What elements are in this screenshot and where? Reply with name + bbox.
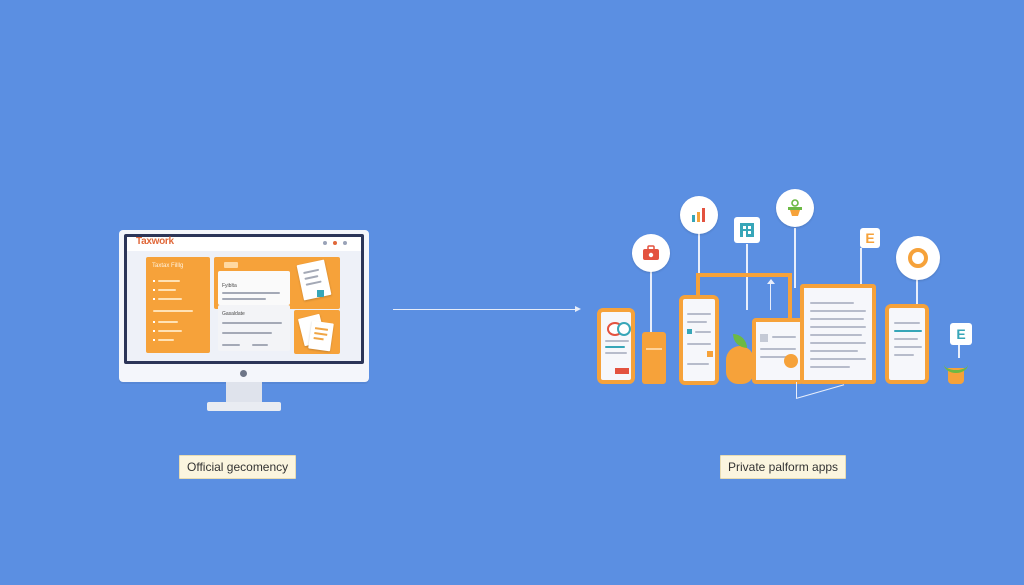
record-icon[interactable]	[784, 354, 798, 368]
action-square	[707, 351, 713, 357]
text-line	[222, 292, 280, 294]
letter-e-badge[interactable]: E	[950, 323, 972, 345]
connector-line	[696, 273, 700, 297]
checkbox-icon	[687, 329, 692, 334]
sidebar-link[interactable]	[158, 298, 182, 300]
text-line	[222, 332, 272, 334]
checkbox-icon	[317, 290, 324, 297]
sidebar-link[interactable]	[158, 280, 180, 282]
phone-device[interactable]	[679, 295, 719, 385]
search-icon[interactable]	[323, 241, 327, 245]
sidebar-link[interactable]	[158, 339, 174, 341]
sidebar-link[interactable]	[158, 321, 178, 323]
plant-pot-icon[interactable]	[776, 189, 814, 227]
arrow-up-icon	[767, 279, 775, 284]
building-icon[interactable]	[734, 217, 760, 243]
site-logo[interactable]: Taxwork	[136, 236, 174, 247]
leaf-icon	[944, 356, 968, 373]
form-card-label: Fyiblta	[222, 283, 237, 289]
bullet-icon	[153, 321, 155, 323]
sidebar-link[interactable]	[158, 330, 182, 332]
vase-icon	[726, 346, 754, 384]
connector-line	[795, 384, 845, 399]
connector-stem	[958, 344, 960, 358]
notification-icon[interactable]	[333, 241, 337, 245]
bullet-icon	[153, 330, 155, 332]
menu-icon[interactable]	[343, 241, 347, 245]
connector-stem	[916, 276, 918, 304]
text-line	[222, 298, 266, 300]
banner-tag	[224, 262, 238, 268]
official-caption: Official gecomency	[179, 455, 297, 479]
briefcase-icon[interactable]	[632, 234, 670, 272]
arrow-line	[393, 309, 577, 310]
connector-stem	[650, 270, 652, 332]
connector-stem	[794, 228, 796, 288]
bullet-icon	[153, 298, 155, 300]
info-card[interactable]	[218, 305, 290, 351]
text-line	[252, 344, 268, 346]
connector-stem	[746, 244, 748, 310]
sidebar-link[interactable]	[153, 310, 193, 312]
bullet-icon	[153, 280, 155, 282]
sidebar-title: Taxtax Filllg	[152, 263, 184, 269]
connector-line	[796, 382, 797, 398]
document-icon	[308, 320, 334, 352]
gear-icon[interactable]	[896, 236, 940, 280]
phone-device[interactable]	[597, 308, 635, 384]
arrow-head-icon	[575, 306, 581, 312]
tablet-device[interactable]	[752, 318, 804, 384]
bar-chart-icon[interactable]	[680, 196, 718, 234]
bullet-icon	[153, 339, 155, 341]
connector-line	[788, 273, 792, 319]
connector-line	[696, 273, 792, 277]
bullet-icon	[153, 289, 155, 291]
private-caption: Private palform apps	[720, 455, 847, 479]
monitor-neck	[226, 382, 262, 404]
monitor-base	[207, 402, 281, 411]
text-line	[222, 322, 282, 324]
chat-bubble-icon	[617, 322, 631, 336]
battery-block	[642, 332, 666, 384]
connector-stem	[698, 232, 700, 296]
document-panel[interactable]	[800, 284, 876, 384]
status-tag	[615, 368, 629, 374]
connector-stem	[860, 248, 862, 284]
phone-device[interactable]	[885, 304, 929, 384]
sidebar-link[interactable]	[158, 289, 176, 291]
power-button-icon	[240, 370, 247, 377]
connector-line	[770, 282, 771, 310]
letter-e-badge[interactable]: E	[860, 228, 880, 248]
info-card-label: Gasaldate	[222, 311, 245, 317]
text-line	[222, 344, 240, 346]
site-header	[127, 237, 361, 251]
site-sidebar	[146, 257, 210, 353]
